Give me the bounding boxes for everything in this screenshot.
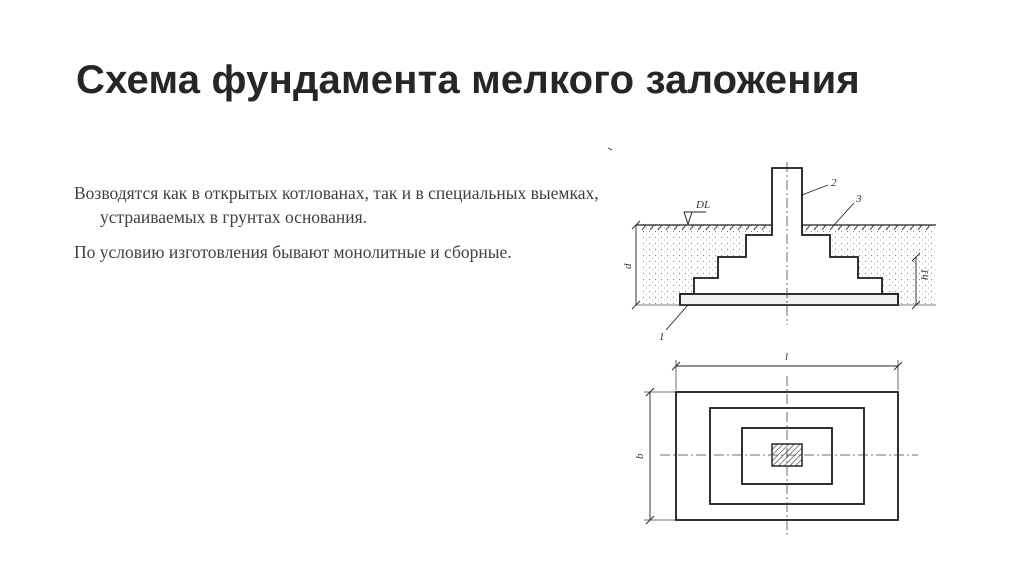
- dim-h1-label: h1: [919, 269, 931, 280]
- ground-hatch-right: [805, 224, 931, 231]
- dl-label: DL: [695, 199, 710, 211]
- callout-2: 2: [831, 177, 837, 189]
- slide-title: Схема фундамента мелкого заложения: [76, 58, 860, 102]
- soil-right: [802, 225, 936, 305]
- foundation-drawing: DL 2 3 1 d h1: [607, 147, 936, 536]
- dim-l-label: l: [785, 351, 788, 363]
- section-view: DL 2 3 1 d h1: [607, 147, 936, 343]
- paragraph-construction: Возводятся как в открытых котлованах, та…: [74, 183, 599, 227]
- ground-hatch-left: [641, 224, 767, 231]
- soil-left: [642, 225, 772, 305]
- dim-b-label: b: [634, 453, 646, 459]
- callout-3: 3: [855, 193, 862, 205]
- body-text: Возводятся как в открытых котлованах, та…: [74, 182, 614, 277]
- callout-1: 1: [659, 331, 665, 343]
- base-slab: [679, 293, 899, 306]
- plan-view: l b: [634, 351, 918, 536]
- dim-d-label: d: [622, 263, 634, 269]
- paragraph-manufacturing: По условию изготовления бывают монолитны…: [74, 242, 512, 262]
- foundation-diagram: DL 2 3 1 d h1: [606, 140, 942, 540]
